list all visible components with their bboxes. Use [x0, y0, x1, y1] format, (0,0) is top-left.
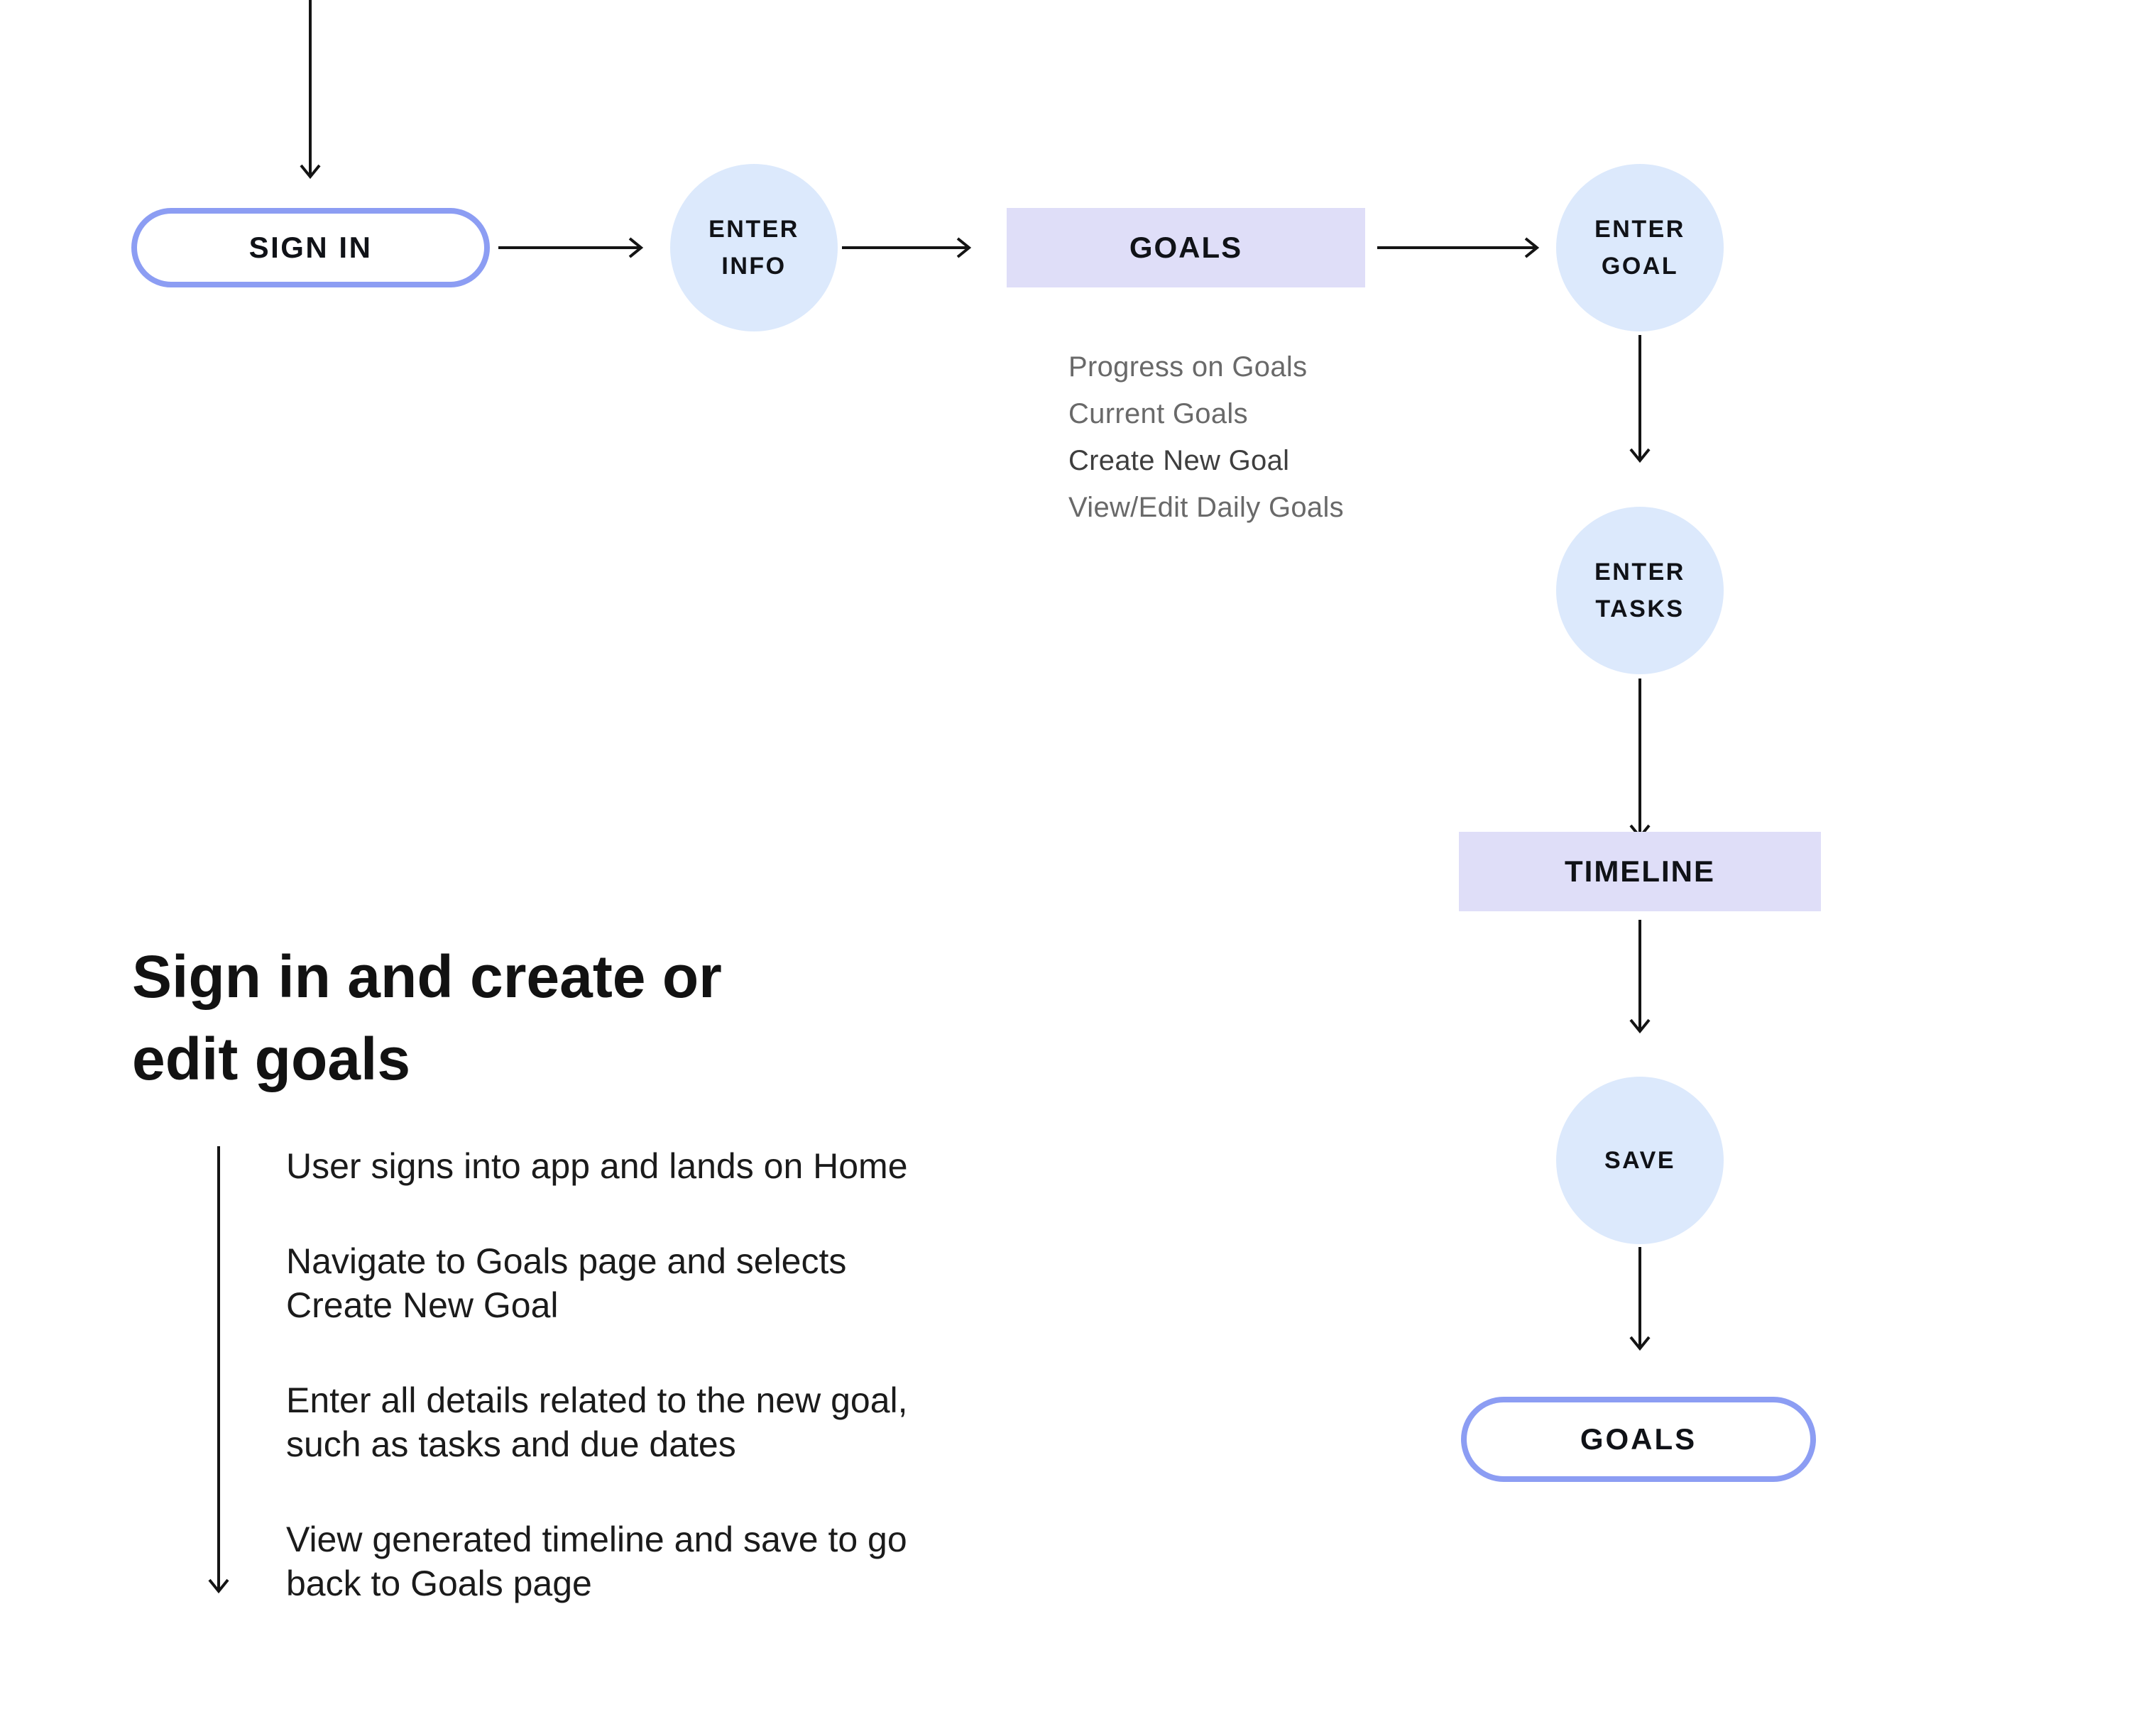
arrow-timeline-to-save — [1629, 920, 1651, 1034]
section-heading: Sign in and create or edit goals — [132, 943, 722, 1092]
flow-node-goals-end-label: GOALS — [1580, 1422, 1697, 1456]
arrow-signin-to-enterinfo — [498, 237, 644, 258]
arrow-goals-to-entergoal — [1377, 237, 1540, 258]
step-item: View generated timeline and save to go b… — [286, 1520, 907, 1603]
flow-node-enter-info[interactable]: ENTER INFO — [670, 164, 838, 331]
flow-node-save-label: SAVE — [1604, 1147, 1676, 1174]
flow-node-goals-end[interactable]: GOALS — [1461, 1397, 1816, 1482]
flow-node-timeline-label: TIMELINE — [1565, 855, 1715, 888]
flow-node-goals-label: GOALS — [1129, 231, 1243, 264]
steps-list: User signs into app and lands on Home Na… — [286, 1144, 1003, 1657]
arrow-entergoal-to-entertasks — [1629, 335, 1651, 463]
goals-menu-item: View/Edit Daily Goals — [1068, 492, 1344, 523]
step-item: Enter all details related to the new goa… — [286, 1380, 908, 1464]
flow-node-sign-in-label: SIGN IN — [248, 231, 373, 264]
arrow-enterinfo-to-goals — [842, 237, 972, 258]
flow-node-enter-info-label: ENTER INFO — [708, 216, 799, 280]
flow-node-enter-tasks-label: ENTER TASKS — [1594, 559, 1685, 622]
goals-menu-item: Current Goals — [1068, 398, 1248, 429]
flow-node-goals[interactable]: GOALS — [1007, 208, 1365, 287]
flow-node-save[interactable]: SAVE — [1556, 1077, 1724, 1244]
flow-node-sign-in[interactable]: SIGN IN — [131, 208, 490, 287]
step-item: Navigate to Goals page and selects Creat… — [286, 1241, 847, 1325]
flow-node-enter-tasks[interactable]: ENTER TASKS — [1556, 507, 1724, 674]
arrow-entry-top — [300, 0, 321, 180]
step-item: User signs into app and lands on Home — [286, 1146, 908, 1186]
arrow-save-to-goalsend — [1629, 1247, 1651, 1351]
arrow-steps-timeline — [208, 1146, 229, 1594]
flow-node-enter-goal[interactable]: ENTER GOAL — [1556, 164, 1724, 331]
arrow-entertasks-to-timeline — [1629, 679, 1651, 840]
goals-menu-item-create-new-goal: Create New Goal — [1068, 445, 1290, 476]
goals-menu: Progress on Goals Current Goals Create N… — [1068, 344, 1344, 531]
goals-menu-item: Progress on Goals — [1068, 351, 1308, 383]
flow-node-timeline[interactable]: TIMELINE — [1459, 832, 1821, 911]
flow-node-enter-goal-label: ENTER GOAL — [1594, 216, 1685, 280]
